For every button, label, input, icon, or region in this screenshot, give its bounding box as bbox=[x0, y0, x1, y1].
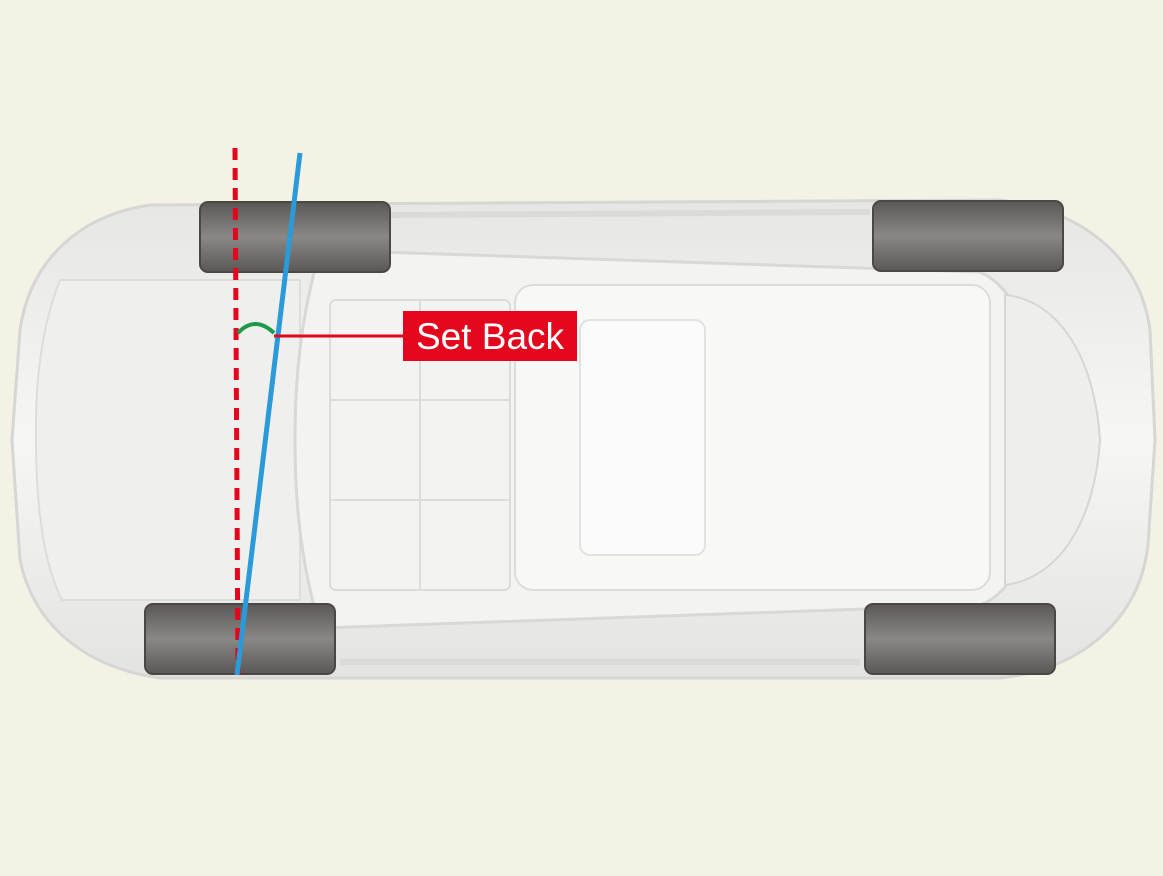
rear-right-tire bbox=[864, 603, 1056, 675]
setback-angle-arc bbox=[236, 322, 276, 335]
rear-left-tire bbox=[872, 200, 1064, 272]
reference-line bbox=[232, 147, 241, 676]
car-top-view-icon bbox=[10, 198, 1157, 680]
set-back-label: Set Back bbox=[403, 311, 577, 361]
set-back-label-text: Set Back bbox=[415, 315, 565, 357]
car-rear bbox=[1004, 293, 1102, 587]
car-hood bbox=[34, 279, 301, 601]
car-side-rail-top bbox=[389, 209, 871, 218]
axle-line bbox=[234, 152, 303, 676]
car-sunroof bbox=[579, 319, 706, 556]
